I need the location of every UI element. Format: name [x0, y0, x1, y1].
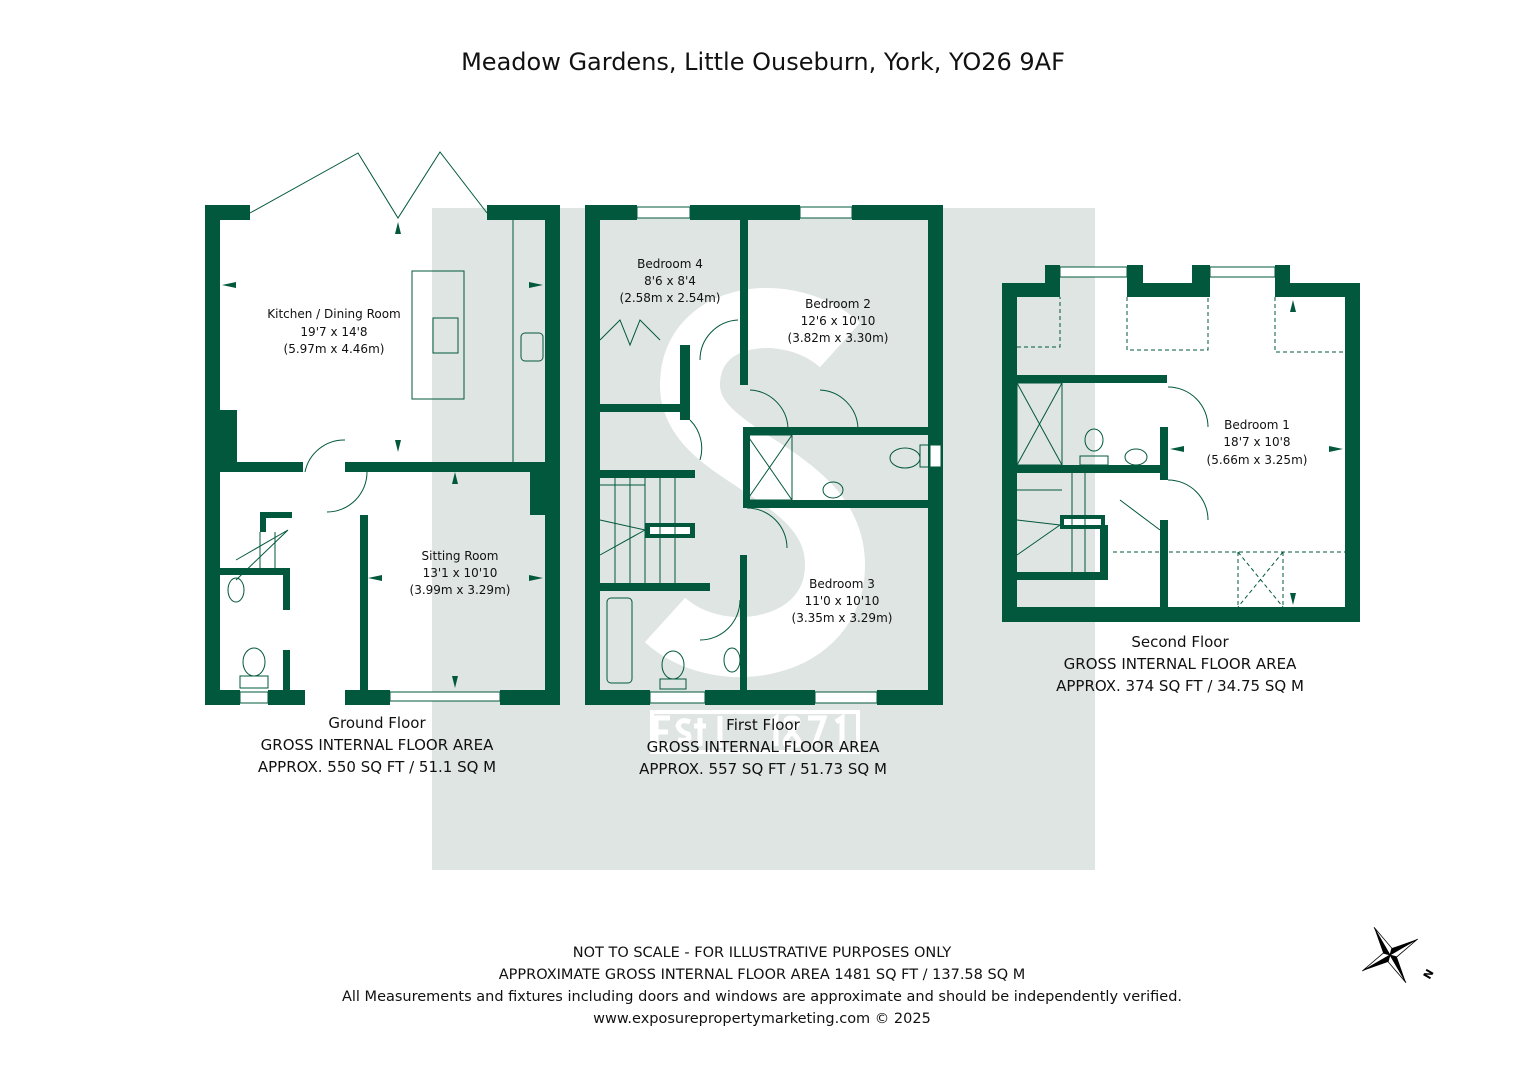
floor-name: First Floor	[726, 716, 800, 734]
ground-floor-plan	[205, 151, 560, 705]
room-name: Sitting Room	[422, 549, 499, 563]
second-floor-caption: Second Floor GROSS INTERNAL FLOOR AREA A…	[1056, 633, 1304, 695]
room-kitchen-dining: Kitchen / Dining Room 19'7 x 14'8 (5.97m…	[267, 307, 401, 356]
room-name: Bedroom 1	[1224, 418, 1290, 432]
footer-line: APPROXIMATE GROSS INTERNAL FLOOR AREA 14…	[499, 967, 1025, 983]
floor-area: APPROX. 374 SQ FT / 34.75 SQ M	[1056, 677, 1304, 695]
floor-area: APPROX. 550 SQ FT / 51.1 SQ M	[258, 758, 496, 776]
floor-area: APPROX. 557 SQ FT / 51.73 SQ M	[639, 760, 887, 778]
footer-line: All Measurements and fixtures including …	[342, 989, 1182, 1005]
room-imperial: 19'7 x 14'8	[300, 325, 367, 339]
room-imperial: 11'0 x 10'10	[805, 594, 880, 608]
first-floor-caption: First Floor GROSS INTERNAL FLOOR AREA AP…	[639, 716, 887, 778]
room-imperial: 12'6 x 10'10	[801, 314, 876, 328]
room-metric: (3.35m x 3.29m)	[792, 611, 893, 625]
floor-area-label: GROSS INTERNAL FLOOR AREA	[1064, 655, 1297, 673]
footer-website: www.exposurepropertymarketing.com © 2025	[593, 1011, 931, 1027]
floor-area-label: GROSS INTERNAL FLOOR AREA	[261, 736, 494, 754]
room-metric: (5.66m x 3.25m)	[1207, 453, 1308, 467]
second-floor-plan	[1002, 265, 1360, 622]
room-name: Bedroom 4	[637, 257, 703, 271]
floor-name: Second Floor	[1131, 633, 1229, 651]
room-bedroom-1: Bedroom 1 18'7 x 10'8 (5.66m x 3.25m)	[1207, 418, 1308, 467]
compass-north-label: N	[1421, 967, 1437, 981]
room-metric: (2.58m x 2.54m)	[620, 291, 721, 305]
floor-name: Ground Floor	[328, 714, 426, 732]
room-imperial: 13'1 x 10'10	[423, 566, 498, 580]
room-bedroom-4: Bedroom 4 8'6 x 8'4 (2.58m x 2.54m)	[620, 257, 721, 305]
compass-star-icon	[1362, 927, 1418, 983]
room-sitting-room: Sitting Room 13'1 x 10'10 (3.99m x 3.29m…	[410, 549, 511, 597]
footer-disclaimer: NOT TO SCALE - FOR ILLUSTRATIVE PURPOSES…	[342, 945, 1182, 1027]
ground-floor-caption: Ground Floor GROSS INTERNAL FLOOR AREA A…	[258, 714, 496, 776]
first-floor-plan	[585, 205, 943, 705]
room-bedroom-2: Bedroom 2 12'6 x 10'10 (3.82m x 3.30m)	[788, 297, 889, 345]
room-name: Kitchen / Dining Room	[267, 307, 401, 321]
page-title: Meadow Gardens, Little Ouseburn, York, Y…	[461, 48, 1065, 76]
floor-area-label: GROSS INTERNAL FLOOR AREA	[647, 738, 880, 756]
room-metric: (3.82m x 3.30m)	[788, 331, 889, 345]
room-name: Bedroom 3	[809, 577, 875, 591]
room-metric: (5.97m x 4.46m)	[284, 342, 385, 356]
room-metric: (3.99m x 3.29m)	[410, 583, 511, 597]
room-imperial: 18'7 x 10'8	[1223, 435, 1290, 449]
room-imperial: 8'6 x 8'4	[644, 274, 696, 288]
room-name: Bedroom 2	[805, 297, 871, 311]
room-bedroom-3: Bedroom 3 11'0 x 10'10 (3.35m x 3.29m)	[792, 577, 893, 625]
footer-line: NOT TO SCALE - FOR ILLUSTRATIVE PURPOSES…	[573, 945, 952, 961]
